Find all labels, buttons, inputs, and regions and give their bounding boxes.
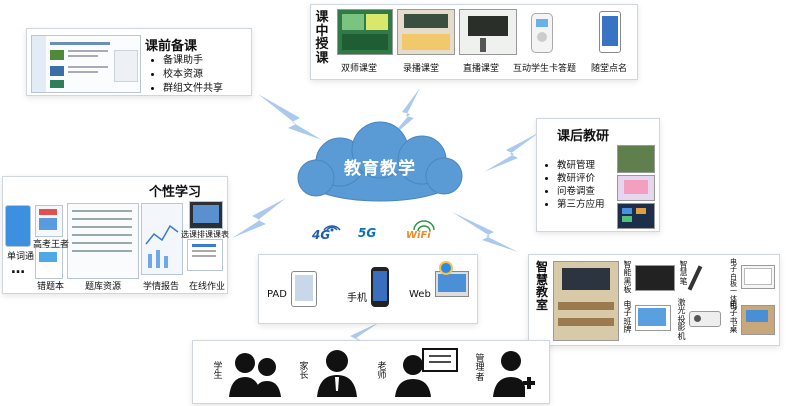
in-class-item: 随堂点名 [591,64,628,74]
smart-item-label: 激 光 投 影 机 [677,298,686,341]
in-class-panel: 课 中 授 课 双师课堂 录播课堂 直播课堂 互动学生卡答题 随堂点名 [310,4,638,80]
wrongbook-app-shot [35,247,63,279]
recorded-class-thumb [397,9,455,55]
personal-label: 单词通 [7,252,35,262]
network-wifi: WiFi [404,220,444,246]
dual-teacher-thumb [337,9,393,55]
smart-item-label: 智 能 黑 板 [623,260,632,295]
e-desk-icon [741,305,775,335]
network-label: WiFi [406,230,431,241]
center-cloud [297,121,463,202]
report-shot [141,203,183,275]
user-label: 老 师 [377,362,387,382]
in-class-item: 互动学生卡答题 [513,64,577,74]
class-sign-icon [635,305,671,331]
after-class-item: 教研评价 [557,172,605,185]
network-label: 4G [312,228,331,242]
homework-shot [187,239,223,271]
pre-class-list: 备课助手 校本资源 群组文件共享 [151,54,223,96]
user-label: 家 长 [299,362,309,382]
signal-icon [323,225,341,232]
smart-item-label: 电 子 书 桌 [729,300,738,335]
bolt-personal [232,198,286,238]
bolt-pre [258,94,322,140]
personal-label: 选课排课课表 [181,230,229,239]
user-label: 学 生 [213,362,223,382]
pre-class-panel: 课前备课 备课助手 校本资源 群组文件共享 [26,28,252,96]
parent-icon [317,350,357,397]
devices-panel: PAD 手机 Web [258,254,478,324]
student-icon [229,353,281,397]
smart-pen-icon [687,265,703,291]
classroom-photo [553,261,619,341]
smart-item-label: 电 子 班 牌 [623,300,632,335]
gaokao-app-shot [35,205,63,237]
in-class-title: 课 中 授 课 [315,10,329,66]
ie-icon [439,261,453,275]
schedule-shot [189,201,223,229]
bolt-in [388,88,420,140]
wifi-icon [413,220,435,232]
admin-icon [493,351,535,397]
personal-ellipsis: … [11,261,25,277]
device-label: Web [409,289,431,300]
network-label: 5G [358,226,377,240]
personal-label: 错题本 [37,282,65,292]
pre-class-item: 群组文件共享 [163,82,223,96]
question-bank-shot [67,203,139,279]
personal-learning-panel: 个性学习 单词通 高考王者 错题本 题库资源 学情报告 选课排课课表 在线作业 … [2,176,229,294]
network-5g: 5G [358,226,388,244]
web-monitor-icon [435,271,469,297]
network-4g: 4G [312,216,348,244]
personal-title: 个性学习 [149,185,202,200]
pre-class-title: 课前备课 [145,39,198,54]
after-class-item: 第三方应用 [557,198,605,211]
personal-label: 学情报告 [143,282,180,292]
smart-blackboard-icon [635,265,675,291]
word-app-shot [5,205,31,247]
smart-item-label: 电 子 白 板 一 体 机 [730,258,737,311]
pre-class-item: 备课助手 [163,54,223,68]
center-title: 教育教学 [344,159,416,179]
student-card-icon [531,13,553,53]
users-panel: 学 生 家 长 老 师 管 理 者 [192,340,550,404]
pad-icon [291,271,317,307]
live-class-thumb [459,9,517,55]
after-class-title: 课后教研 [557,129,610,144]
bolt-after [484,132,540,172]
personal-label: 高考王者 [33,240,70,250]
in-class-item: 双师课堂 [341,64,378,74]
phone-icon [371,267,389,307]
after-class-thumb-1 [617,145,655,173]
after-class-thumb-3 [617,203,655,229]
after-class-panel: 课后教研 教研管理 教研评价 问卷调查 第三方应用 [536,118,660,232]
device-label: 手机 [347,293,367,304]
smart-classroom-title: 智 慧 教 室 [535,260,548,312]
in-class-item: 录播课堂 [403,64,440,74]
personal-label: 在线作业 [189,282,226,292]
phone-roll-call-icon [599,11,621,53]
user-label: 管 理 者 [475,354,485,383]
bolt-users [334,322,380,352]
bolt-smart [452,212,518,252]
whiteboard-icon [741,265,775,289]
smart-classroom-panel: 智 慧 教 室 智 能 黑 板 智 慧 笔 电 子 白 板 一 体 机 电 子 … [528,254,780,346]
personal-label: 题库资源 [85,282,122,292]
device-label: PAD [267,289,287,300]
pre-class-screenshot [31,35,141,93]
after-class-item: 教研管理 [557,159,605,172]
projector-icon [689,311,721,327]
after-class-item: 问卷调查 [557,185,605,198]
smart-item-label: 智 慧 笔 [679,260,688,286]
pre-class-item: 校本资源 [163,68,223,82]
teacher-icon [395,348,458,397]
in-class-item: 直播课堂 [463,64,500,74]
after-class-list: 教研管理 教研评价 问卷调查 第三方应用 [545,159,605,211]
after-class-thumb-2 [617,175,655,201]
